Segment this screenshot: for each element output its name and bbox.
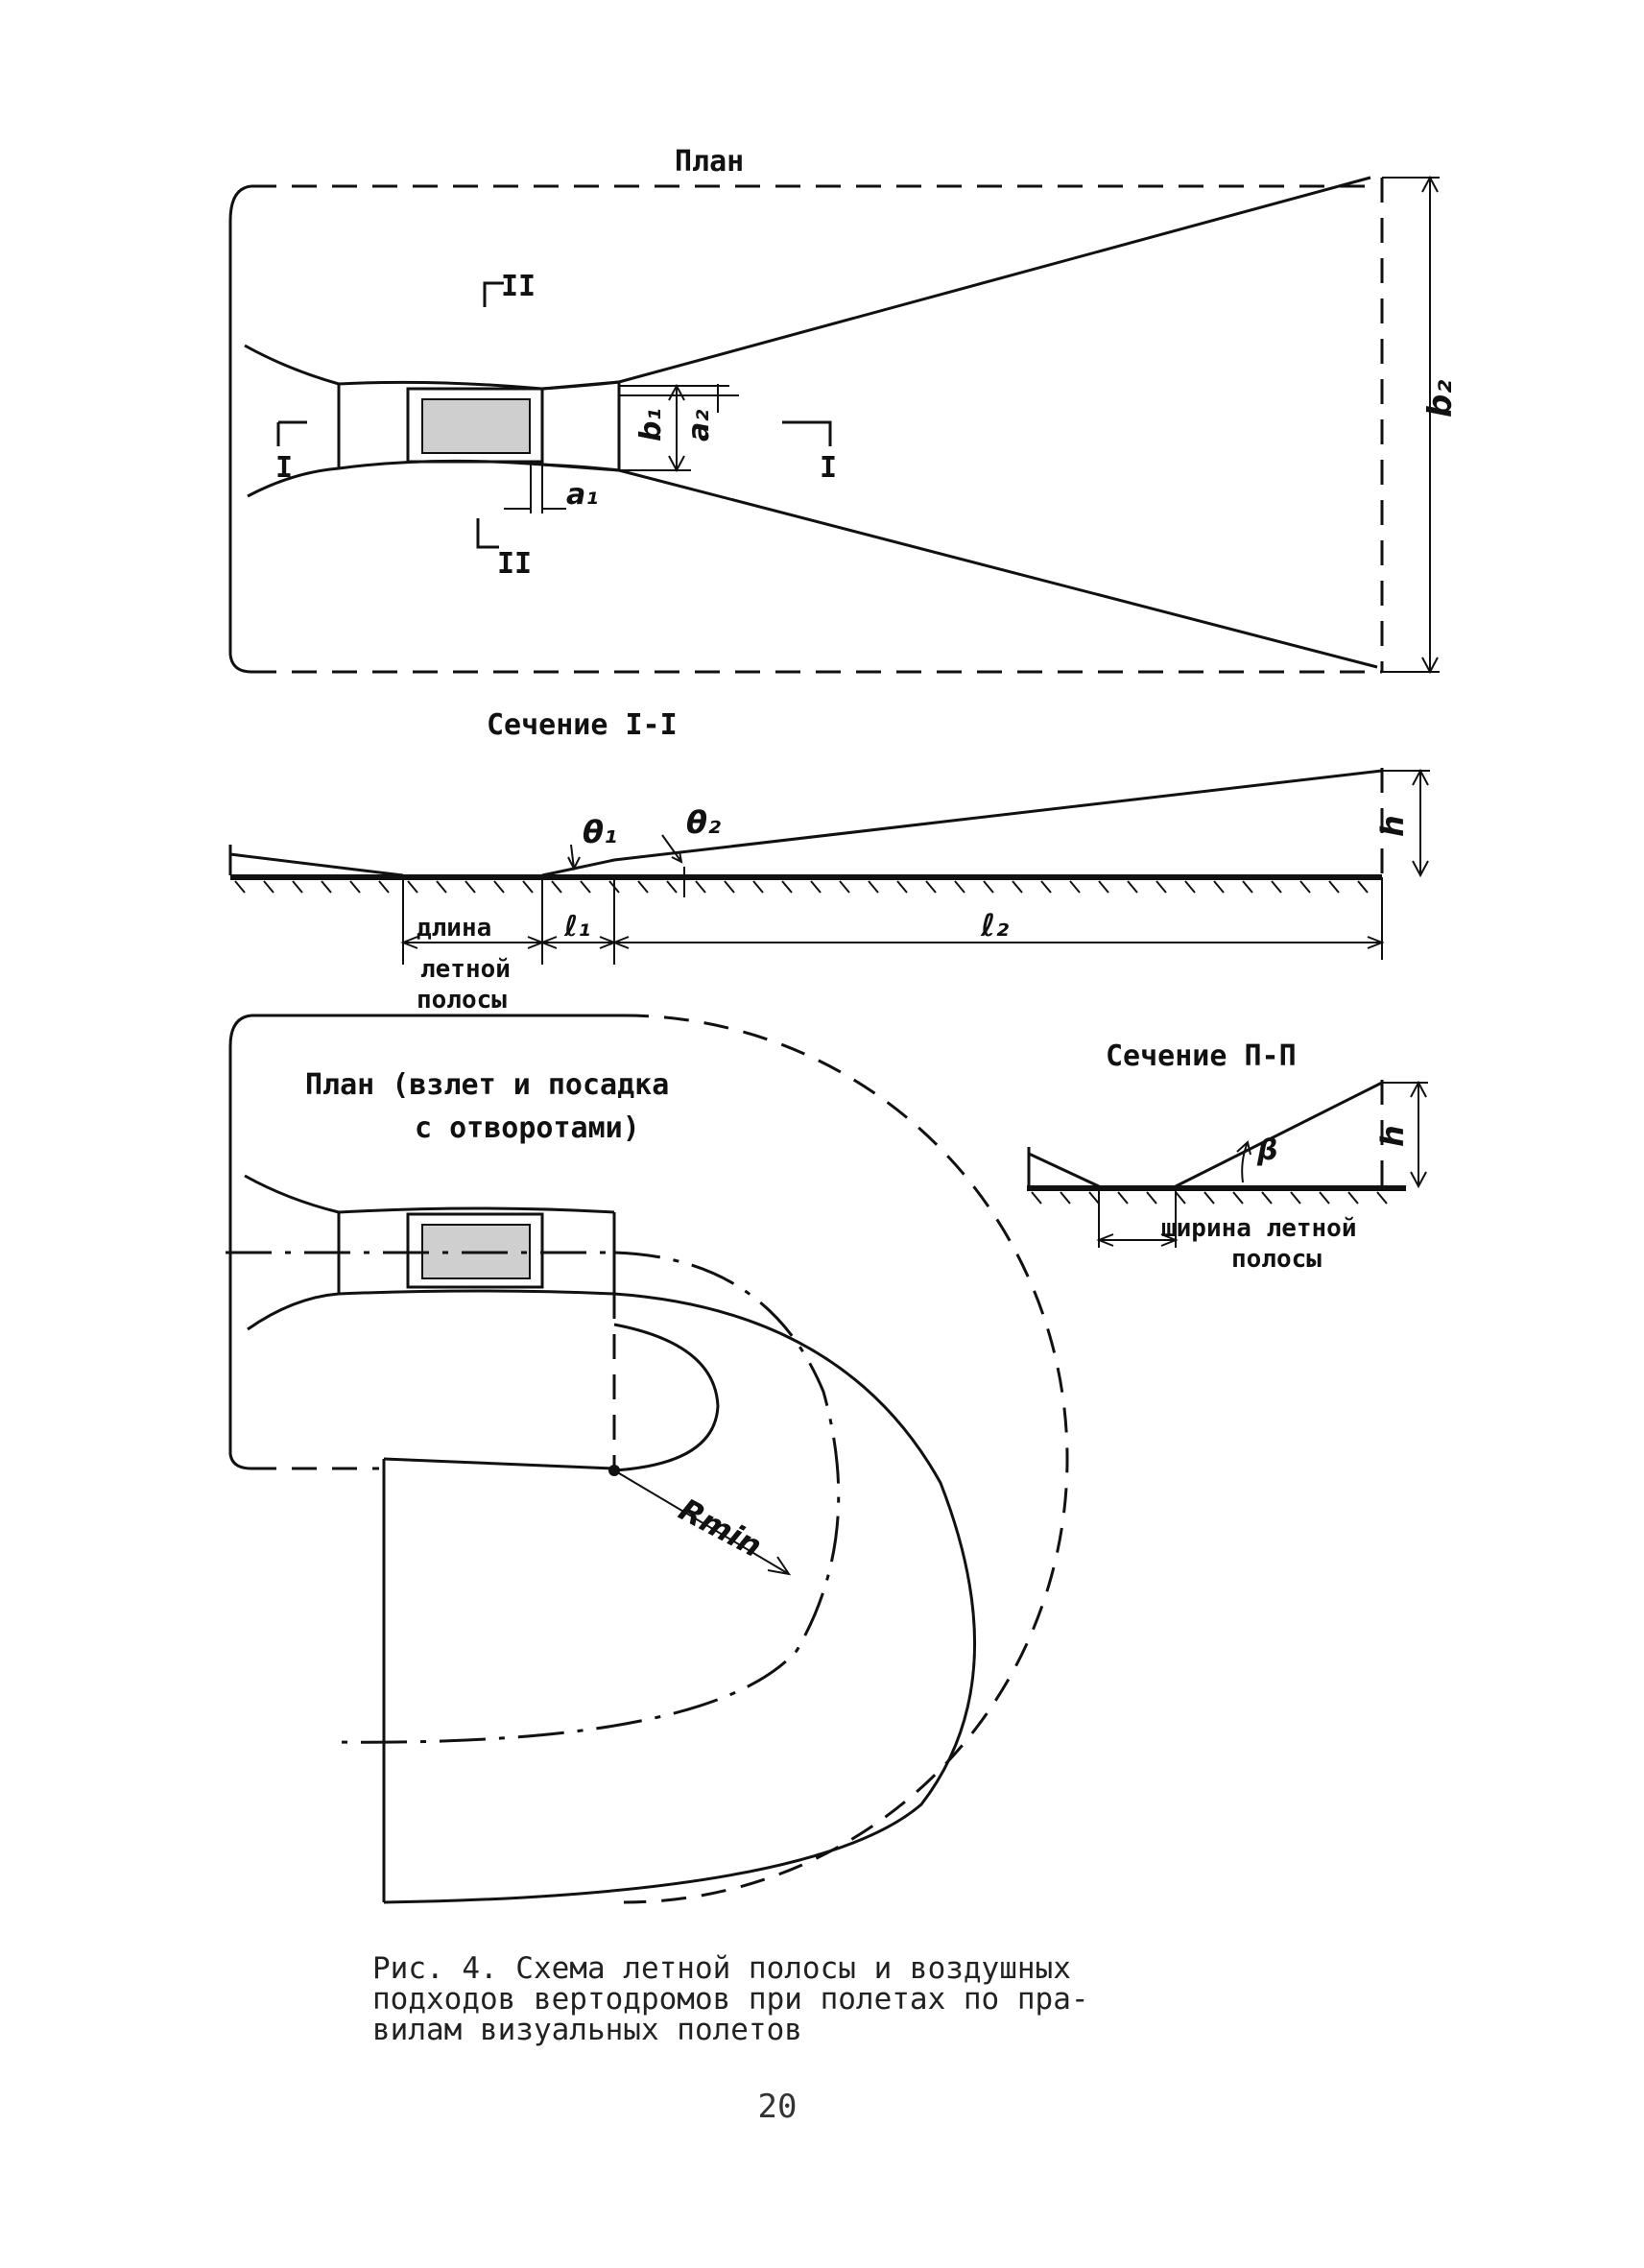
section-1-ground-hatch bbox=[234, 880, 1369, 894]
section-mark-i-right bbox=[782, 420, 832, 446]
section-1-dim-line bbox=[400, 936, 1385, 949]
dimension-h-label: h bbox=[1374, 815, 1411, 837]
section-2-title: Сечение П-П bbox=[1106, 1039, 1297, 1073]
dimension-a1-line bbox=[504, 462, 566, 513]
section-2-left-slope bbox=[1027, 1147, 1100, 1188]
strip-length-line-1: длина bbox=[417, 914, 491, 943]
dimension-a2-label: a₂ bbox=[682, 410, 716, 442]
strip-width-line-1: ширина летной bbox=[1161, 1214, 1357, 1243]
section-2-dimension-h bbox=[1382, 1080, 1428, 1189]
safety-zone-edges bbox=[541, 380, 620, 472]
section-mark-i-right-label: I bbox=[820, 451, 837, 485]
turn-area-top-edge bbox=[383, 1457, 615, 1470]
turn-runway-outer bbox=[406, 1212, 544, 1289]
section-1-view: Сечение I-I h θ₁ θ₂ ℓ₁ ℓ₂ длина летной п… bbox=[228, 708, 1430, 1015]
dimension-b2-line bbox=[1382, 175, 1440, 675]
plan-view: План b₂ a₁ b₁ a₂ I bbox=[228, 145, 1460, 675]
dimension-ext-lines bbox=[619, 385, 739, 471]
section-1-title: Сечение I-I bbox=[487, 708, 678, 742]
section-2-h-label: h bbox=[1374, 1125, 1411, 1147]
turn-left-funnel-bottom bbox=[247, 1292, 340, 1331]
page-number: 20 bbox=[757, 2088, 798, 2126]
theta1-arrow bbox=[567, 844, 581, 871]
strip-width-line-2: полосы bbox=[1231, 1245, 1322, 1274]
plan-title: План bbox=[675, 145, 744, 179]
dimension-a1-label: a₁ bbox=[566, 478, 598, 512]
rmin-arrow bbox=[613, 1469, 792, 1576]
section-2-right-slope bbox=[1175, 1081, 1383, 1188]
l1-label: ℓ₁ bbox=[563, 910, 590, 943]
section-2-view: Сечение П-П h β ширина летной полосы bbox=[1027, 1039, 1428, 1274]
dimension-b1-label: b₁ bbox=[634, 408, 668, 442]
left-slope bbox=[228, 845, 404, 877]
section-2-width-dim bbox=[1096, 1188, 1179, 1248]
runway-outer bbox=[406, 387, 544, 464]
dimension-b1-line bbox=[668, 383, 685, 473]
beta-label: β bbox=[1256, 1134, 1277, 1167]
plan-turn-title-line-1: План (взлет и посадка bbox=[305, 1068, 669, 1102]
section-mark-ii-top-label: II bbox=[501, 270, 536, 303]
dimension-b2-label: b₂ bbox=[1421, 380, 1460, 418]
section-2-ground-hatch bbox=[1031, 1191, 1388, 1205]
theta2-label: θ₂ bbox=[686, 804, 721, 841]
turn-strip-edges bbox=[338, 1206, 615, 1296]
plan-left-edge bbox=[228, 184, 252, 674]
figure-caption: Рис. 4. Схема летной полосы и воздушных … bbox=[372, 1951, 1089, 2047]
strip-length-line-3: полосы bbox=[417, 986, 507, 1015]
turn-left-funnel-top bbox=[244, 1174, 340, 1214]
theta2-arrow bbox=[661, 834, 683, 864]
turn-flight-path bbox=[330, 1251, 841, 1744]
turn-area-outer-edge bbox=[383, 1292, 977, 1904]
l2-label: ℓ₂ bbox=[980, 907, 1009, 943]
left-funnel-bottom bbox=[247, 466, 340, 498]
strip-length-line-2: летной bbox=[420, 955, 511, 984]
left-funnel-top bbox=[244, 344, 340, 386]
plan-turn-left-edge bbox=[228, 1014, 252, 1470]
section-mark-i-left-label: I bbox=[275, 451, 293, 485]
approach-bottom-edge bbox=[541, 463, 1378, 669]
rmin-label: Rmin bbox=[673, 1492, 768, 1565]
runway-inner bbox=[421, 398, 531, 454]
section-mark-ii-top bbox=[483, 281, 504, 307]
outer-turn-boundary bbox=[623, 1014, 1069, 1904]
section-mark-ii-bottom bbox=[476, 518, 499, 549]
plan-turn-view: План (взлет и посадка с отворотами) Rmin bbox=[226, 1014, 1069, 1904]
theta1-label: θ₁ bbox=[583, 814, 617, 850]
inner-turn-curve bbox=[613, 1323, 720, 1472]
section-1-ext-lines bbox=[402, 877, 1383, 965]
dimension-h-line bbox=[1382, 768, 1430, 878]
approach-slope bbox=[541, 769, 1383, 877]
approach-top-edge bbox=[541, 176, 1371, 391]
beta-arc bbox=[1236, 1140, 1251, 1183]
section-mark-i-left bbox=[276, 420, 307, 446]
plan-turn-title-line-2: с отворотами) bbox=[415, 1111, 640, 1145]
section-mark-ii-bottom-label: II bbox=[497, 547, 532, 581]
